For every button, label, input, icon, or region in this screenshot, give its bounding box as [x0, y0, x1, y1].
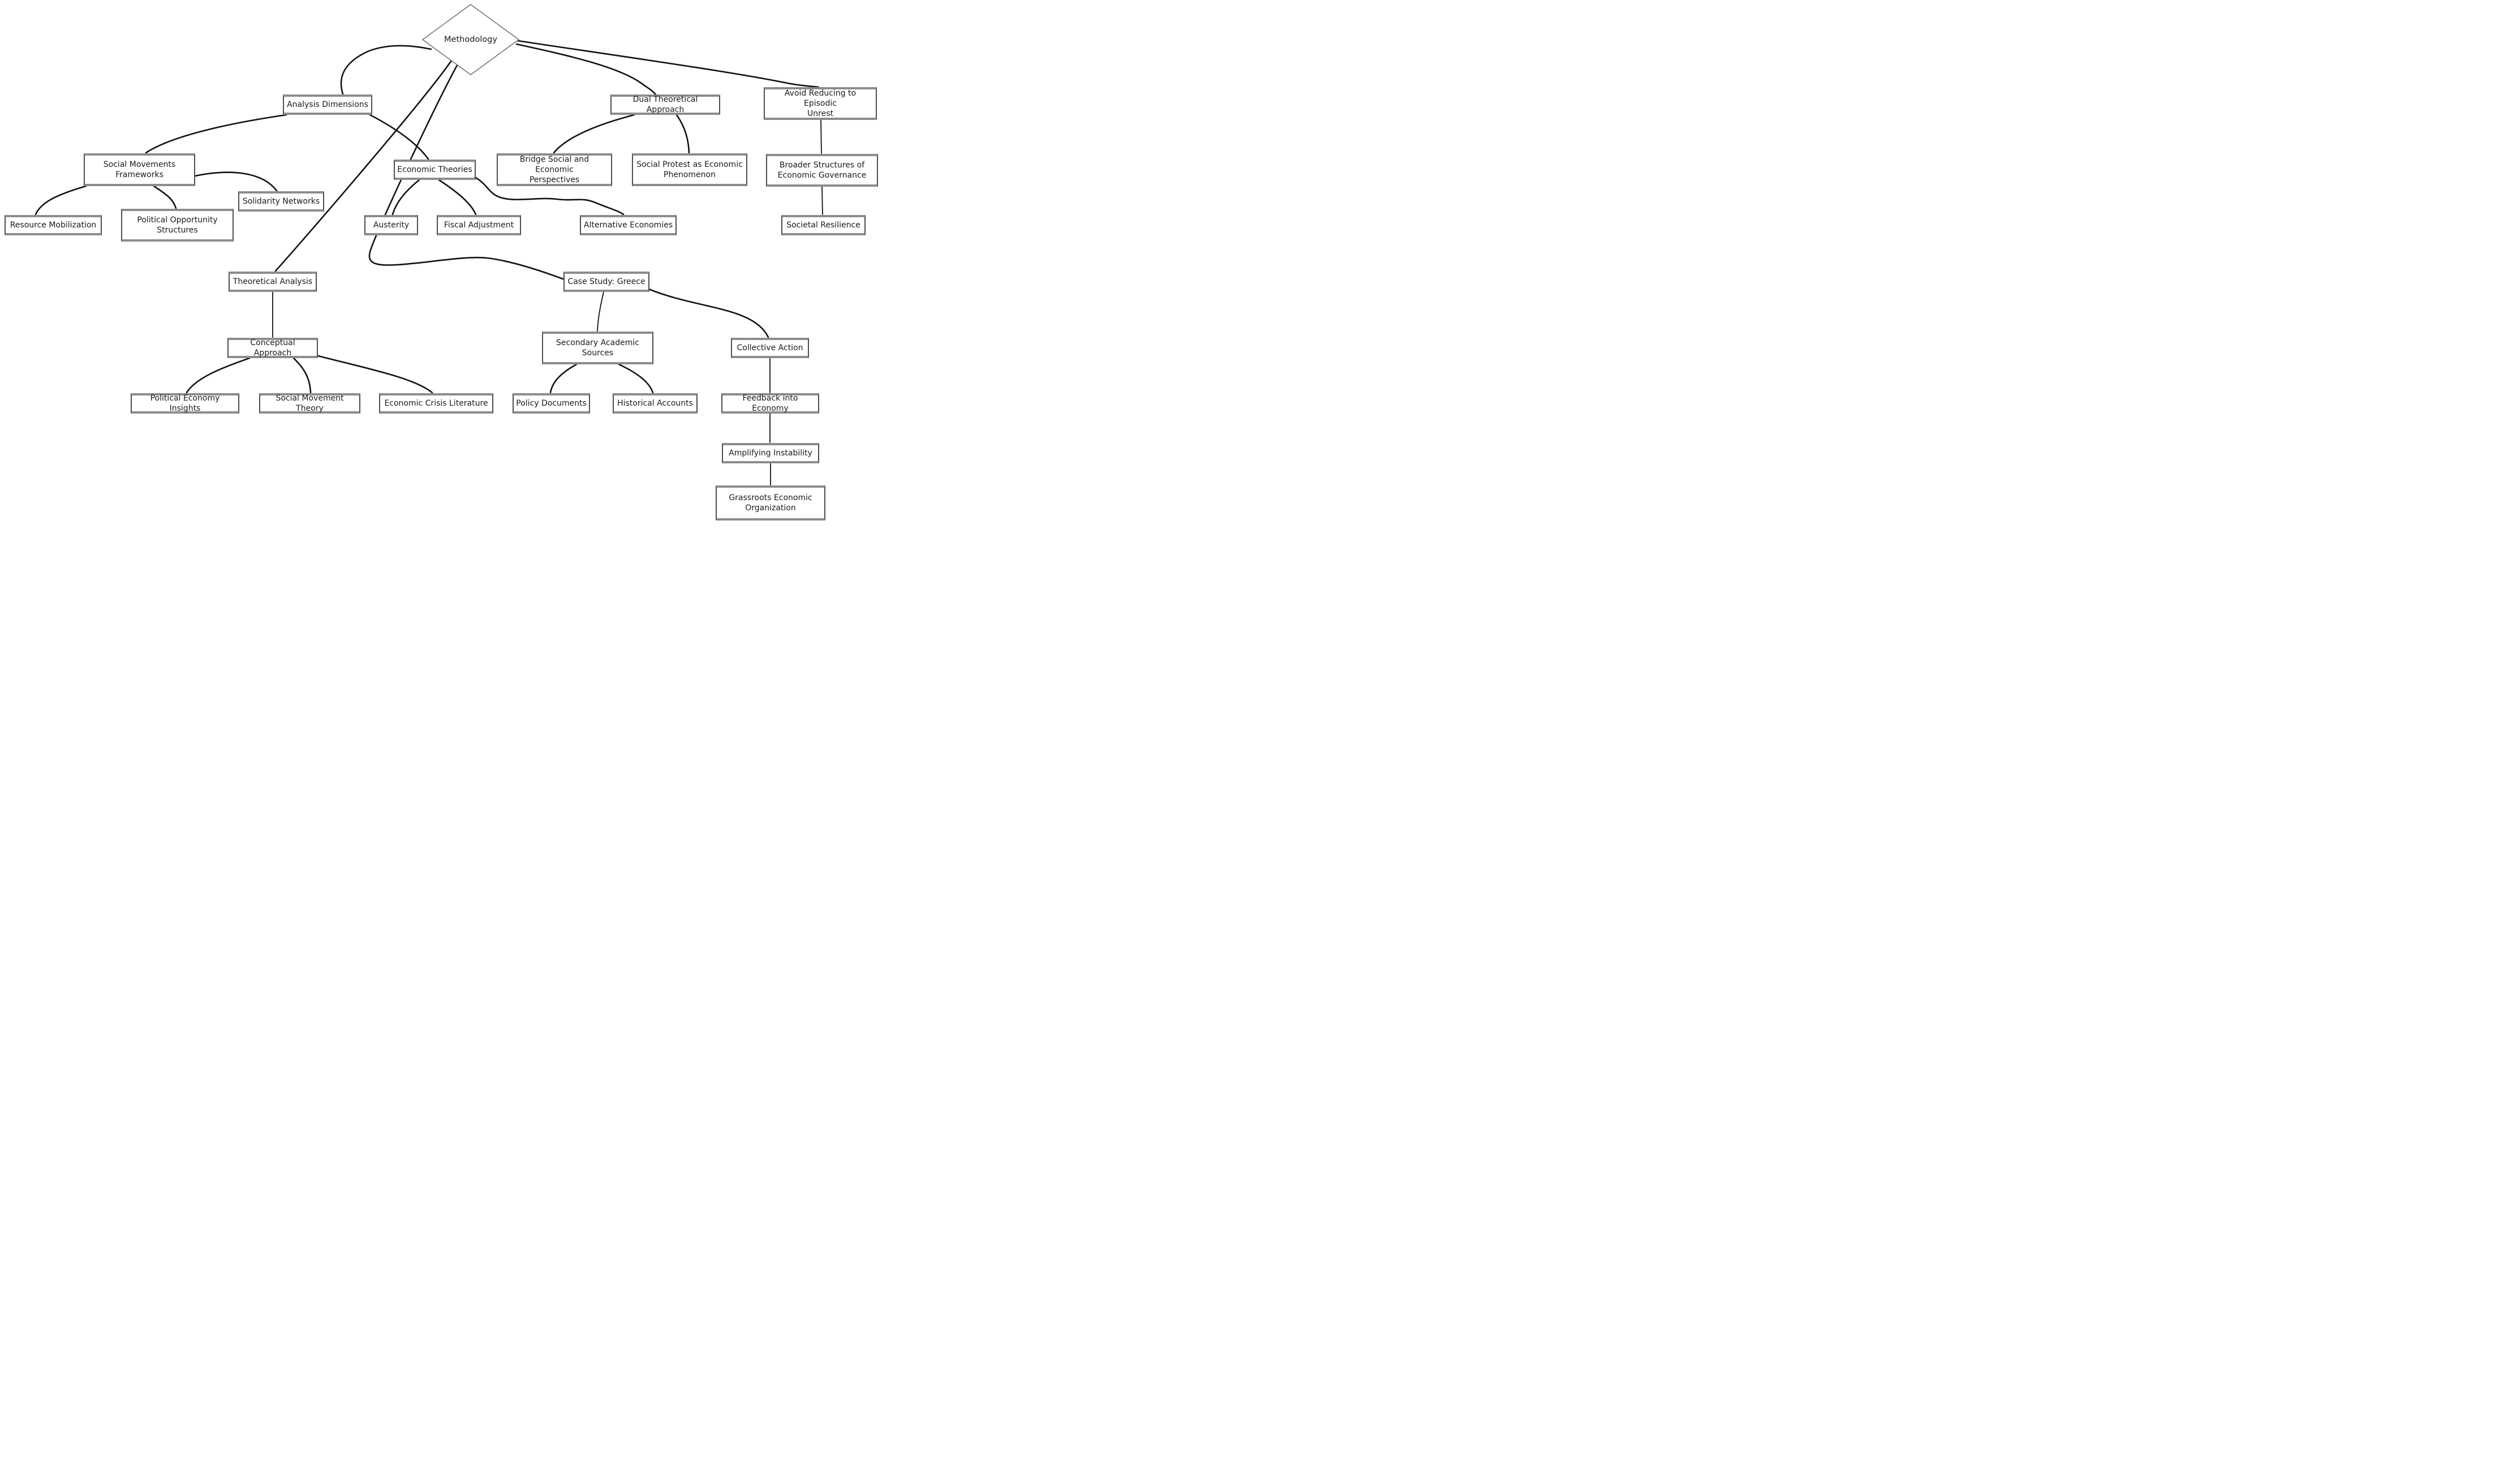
- node-collective-action-label: Collective Action: [737, 343, 803, 352]
- edge-conceptual-political-economy-insights: [186, 357, 251, 394]
- node-theoretical-analysis-label: Theoretical Analysis: [233, 277, 313, 286]
- edge-methodology-analysis-dimensions: [340, 45, 432, 95]
- node-secondary-academic-sources: Secondary Academic Sources: [542, 332, 653, 364]
- node-solidarity-networks: Solidarity Networks: [238, 191, 324, 212]
- node-conceptual-approach: Conceptual Approach: [227, 338, 318, 358]
- node-methodology-label: Methodology: [444, 35, 497, 44]
- node-broader-structures-of-economic-governance: Broader Structures of Economic Governanc…: [766, 154, 878, 187]
- node-policy-documents-label: Policy Documents: [516, 398, 587, 408]
- edge-economic-theories-austerity: [391, 179, 420, 216]
- edge-methodology-theoretical-analysis: [274, 58, 454, 272]
- node-theoretical-analysis: Theoretical Analysis: [229, 272, 317, 292]
- edge-conceptual-economic-crisis-literature: [317, 355, 433, 394]
- node-historical-accounts-label: Historical Accounts: [617, 398, 693, 408]
- node-economic-crisis-literature-label: Economic Crisis Literature: [384, 398, 488, 408]
- node-bridge-social-economic-label: Bridge Social and Economic Perspectives: [519, 154, 589, 185]
- edge-sas-policy-documents: [549, 363, 578, 394]
- node-avoid-reducing-label: Avoid Reducing to Episodic Unrest: [784, 88, 857, 119]
- node-economic-crisis-literature: Economic Crisis Literature: [379, 393, 493, 414]
- node-historical-accounts: Historical Accounts: [613, 393, 698, 414]
- edge-case-study-collective-action: [648, 288, 769, 338]
- node-feedback-into-economy: Feedback into Economy: [721, 393, 819, 414]
- edge-economic-theories-fiscal-adjustment: [438, 179, 477, 216]
- edge-smf-resource-mobilization: [35, 185, 87, 216]
- edges-layer: [35, 40, 823, 485]
- node-fiscal-adjustment: Fiscal Adjustment: [437, 215, 521, 235]
- edge-methodology-case-study-greece: [368, 60, 564, 280]
- methodology-diamond-shape: [421, 4, 520, 75]
- node-economic-theories: Economic Theories: [394, 160, 476, 180]
- edge-dta-social-protest-phenomenon: [675, 114, 690, 154]
- node-austerity: Austerity: [364, 215, 418, 235]
- node-political-economy-insights: Political Economy Insights: [131, 393, 239, 414]
- node-solidarity-networks-label: Solidarity Networks: [242, 196, 320, 206]
- node-feedback-into-economy-label: Feedback into Economy: [742, 393, 798, 413]
- node-amplifying-instability: Amplifying Instability: [722, 443, 819, 463]
- node-dual-theoretical-approach-label: Dual Theoretical Approach: [632, 94, 698, 114]
- node-social-protest-phenomenon-label: Social Protest as Economic Phenomenon: [636, 160, 743, 179]
- edge-analysis-dimensions-social-movements-frameworks: [145, 114, 287, 154]
- node-social-movements-frameworks-label: Social Movements Frameworks: [103, 160, 176, 179]
- node-case-study-greece-label: Case Study: Greece: [567, 277, 645, 286]
- edge-analysis-dimensions-economic-theories: [369, 114, 429, 160]
- edge-sas-historical-accounts: [618, 363, 654, 394]
- edge-methodology-avoid-reducing: [517, 40, 820, 88]
- node-analysis-dimensions: Analysis Dimensions: [283, 94, 372, 115]
- node-social-movements-frameworks: Social Movements Frameworks: [84, 153, 195, 186]
- node-alternative-economies-label: Alternative Economies: [583, 220, 673, 230]
- node-social-movement-theory: Social Movement Theory: [259, 393, 360, 414]
- node-policy-documents: Policy Documents: [513, 393, 590, 414]
- node-analysis-dimensions-label: Analysis Dimensions: [287, 100, 368, 109]
- node-avoid-reducing-to-episodic-unrest: Avoid Reducing to Episodic Unrest: [764, 87, 877, 120]
- node-secondary-academic-sources-label: Secondary Academic Sources: [556, 338, 639, 358]
- node-austerity-label: Austerity: [373, 220, 410, 230]
- node-social-movement-theory-label: Social Movement Theory: [276, 393, 344, 413]
- edge-case-study-secondary-academic-sources: [597, 291, 604, 332]
- node-grassroots-economic-organization: Grassroots Economic Organization: [716, 485, 825, 521]
- edge-dta-bridge-social-economic: [553, 114, 635, 154]
- node-fiscal-adjustment-label: Fiscal Adjustment: [444, 220, 514, 230]
- node-societal-resilience-label: Societal Resilience: [786, 220, 860, 230]
- node-resource-mobilization-label: Resource Mobilization: [10, 220, 97, 230]
- edge-economic-theories-alternative-economies: [475, 177, 625, 216]
- node-broader-structures-label: Broader Structures of Economic Governanc…: [777, 160, 867, 180]
- node-alternative-economies: Alternative Economies: [580, 215, 677, 235]
- node-case-study-greece: Case Study: Greece: [563, 272, 649, 292]
- edge-broader-structures-societal-resilience: [821, 186, 823, 215]
- node-political-opportunity-structures-label: Political Opportunity Structures: [137, 215, 218, 235]
- edge-smf-solidarity-networks: [194, 171, 278, 192]
- node-dual-theoretical-approach: Dual Theoretical Approach: [610, 94, 720, 115]
- node-social-protest-as-economic-phenomenon: Social Protest as Economic Phenomenon: [632, 153, 747, 186]
- node-methodology: Methodology: [423, 5, 519, 75]
- node-political-opportunity-structures: Political Opportunity Structures: [121, 209, 234, 242]
- node-grassroots-economic-organization-label: Grassroots Economic Organization: [729, 493, 812, 513]
- node-collective-action: Collective Action: [731, 338, 809, 358]
- node-economic-theories-label: Economic Theories: [397, 165, 472, 174]
- edge-smf-political-opportunity-structures: [153, 185, 177, 209]
- node-political-economy-insights-label: Political Economy Insights: [150, 393, 220, 413]
- node-conceptual-approach-label: Conceptual Approach: [250, 338, 295, 358]
- node-amplifying-instability-label: Amplifying Instability: [729, 448, 812, 458]
- node-resource-mobilization: Resource Mobilization: [5, 215, 102, 235]
- node-societal-resilience: Societal Resilience: [781, 215, 866, 235]
- edge-methodology-dual-theoretical-approach: [515, 43, 657, 96]
- node-bridge-social-and-economic-perspectives: Bridge Social and Economic Perspectives: [497, 153, 612, 186]
- edge-conceptual-social-movement-theory: [292, 357, 312, 394]
- flowchart-canvas: Methodology Analysis Dimensions Dual The…: [0, 0, 887, 539]
